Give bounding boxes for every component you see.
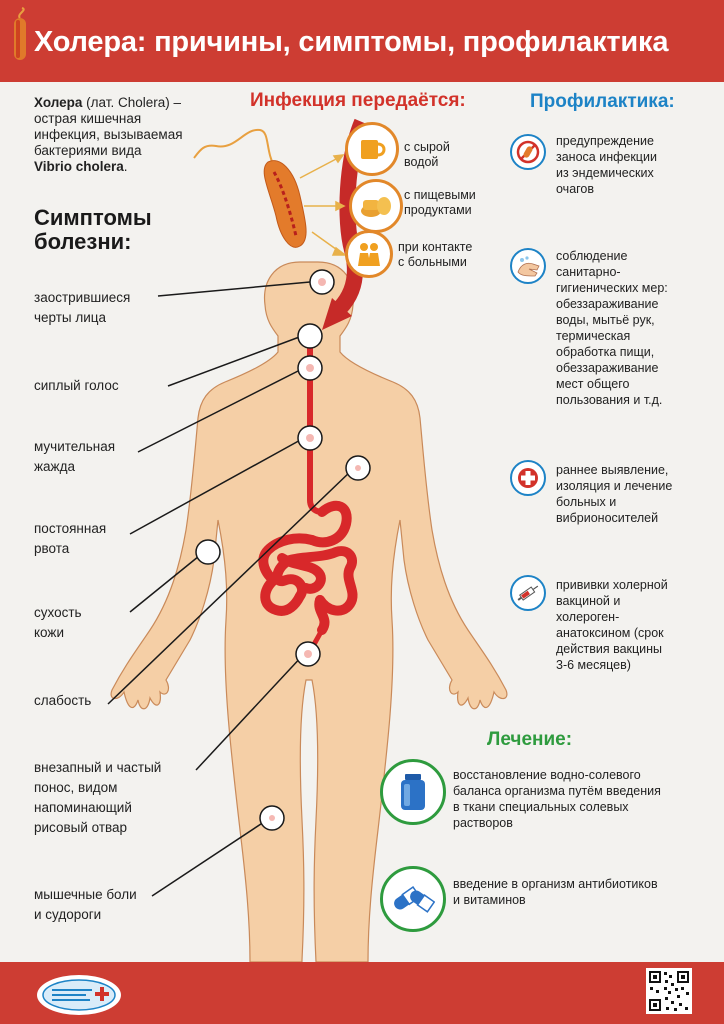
prevention-text: соблюдение: [556, 249, 628, 263]
symptom-text: напоминающий: [34, 800, 132, 815]
prevention-text: холероген-: [556, 610, 620, 624]
treatment-text: в ткани специальных солевых: [453, 800, 629, 814]
medical-cross-icon: [510, 460, 546, 496]
term-latin: (лат. Cholera) –: [86, 95, 181, 110]
symptom-label: сиплый голос: [34, 376, 119, 396]
people-contact-icon: [345, 230, 393, 278]
symptom-text: рисовый отвар: [34, 820, 128, 835]
hand-washing-icon: [510, 248, 546, 284]
treatment-text: баланса организма путём введения: [453, 784, 661, 798]
symptom-label: мучительная жажда: [34, 437, 115, 477]
symptom-label: слабость: [34, 691, 91, 711]
prevention-text: заноса инфекции: [556, 150, 657, 164]
symptom-label: постоянная рвота: [34, 519, 106, 559]
symptom-text: сухость: [34, 605, 82, 620]
prevention-text: действия вакцины: [556, 642, 663, 656]
symptom-text: кожи: [34, 625, 64, 640]
pills-icon: [380, 866, 446, 932]
treatment-item: введение в организм антибиотиков и витам…: [453, 876, 693, 908]
infection-text: при контакте: [398, 240, 473, 254]
term-cholera: Холера: [34, 95, 83, 110]
prevention-item: прививки холерной вакциной и холероген- …: [556, 577, 724, 673]
prevention-text: больных и: [556, 495, 617, 509]
intro-text: Холера (лат. Cholera) – острая кишечная …: [34, 95, 244, 175]
symptom-label: заострившиеся черты лица: [34, 288, 130, 328]
prevention-text: изоляция и лечение: [556, 479, 673, 493]
prevention-text: прививки холерной: [556, 578, 668, 592]
saline-jar-icon: [380, 759, 446, 825]
infection-text: с сырой: [404, 140, 450, 154]
prevention-text: гигиенических мер:: [556, 281, 668, 295]
symptom-text: и судороги: [34, 907, 102, 922]
infection-item: с пищевыми продуктами: [404, 188, 476, 218]
prevention-title: Профилактика:: [530, 91, 675, 112]
intro-period: .: [123, 159, 128, 174]
prevention-item: раннее выявление, изоляция и лечение бол…: [556, 462, 724, 526]
symptom-text: рвота: [34, 541, 70, 556]
treatment-text: растворов: [453, 816, 513, 830]
species-name: Vibrio cholera: [34, 159, 124, 174]
infection-text: с больными: [398, 255, 467, 269]
qr-code[interactable]: [646, 968, 692, 1014]
prevention-text: обработка пищи,: [556, 345, 655, 359]
prevention-text: из эндемических: [556, 166, 654, 180]
intro-line: острая кишечная: [34, 111, 142, 126]
prevention-text: очагов: [556, 182, 595, 196]
prevention-text: обеззараживание: [556, 361, 659, 375]
prevention-item: соблюдение санитарно- гигиенических мер:…: [556, 248, 724, 408]
prevention-text: анатоксином (срок: [556, 626, 664, 640]
prevention-text: вибрионосителей: [556, 511, 659, 525]
treatment-text: введение в организм антибиотиков: [453, 877, 658, 891]
prevention-text: вакциной и: [556, 594, 621, 608]
infection-title: Инфекция передаётся:: [250, 90, 466, 111]
symptom-text: жажда: [34, 459, 75, 474]
infection-text: с пищевыми: [404, 188, 476, 202]
intro-line: бактериями вида: [34, 143, 142, 158]
treatment-text: восстановление водно-солевого: [453, 768, 641, 782]
symptom-text: мышечные боли: [34, 887, 137, 902]
intro-line: инфекция, вызываемая: [34, 127, 183, 142]
symptom-label: внезапный и частый понос, видом напомина…: [34, 758, 161, 838]
prevention-text: санитарно-: [556, 265, 621, 279]
no-bacteria-icon: [510, 134, 546, 170]
treatment-text: и витаминов: [453, 893, 526, 907]
infection-item: с сырой водой: [404, 140, 450, 170]
symptom-text: сиплый голос: [34, 378, 119, 393]
treatment-item: восстановление водно-солевого баланса ор…: [453, 767, 693, 831]
treatment-title: Лечение:: [487, 729, 573, 750]
prevention-text: мест общего: [556, 377, 630, 391]
symptom-text: постоянная: [34, 521, 107, 536]
symptom-text: заострившиеся: [34, 290, 131, 305]
prevention-text: воды, мытьё рук,: [556, 313, 655, 327]
symptom-text: черты лица: [34, 310, 107, 325]
header-bar: [0, 0, 724, 82]
prevention-text: термическая: [556, 329, 631, 343]
prevention-text: 3-6 месяцев): [556, 658, 631, 672]
symptom-text: слабость: [34, 693, 92, 708]
infection-text: водой: [404, 155, 439, 169]
organization-logo: [34, 967, 124, 1024]
prevention-item: предупреждение заноса инфекции из эндеми…: [556, 133, 724, 197]
prevention-text: обеззараживание: [556, 297, 659, 311]
page-title: Холера: причины, симптомы, профилактика: [34, 26, 669, 58]
symptom-text: мучительная: [34, 439, 116, 454]
symptom-text: понос, видом: [34, 780, 118, 795]
syringe-icon: [510, 575, 546, 611]
food-icon: [349, 179, 403, 233]
bacterium-logo-icon: [8, 4, 32, 69]
cup-icon: [345, 122, 399, 176]
symptom-label: сухость кожи: [34, 603, 82, 643]
infection-item: при контакте с больными: [398, 240, 472, 270]
symptoms-title: Симптомы болезни:: [34, 205, 152, 254]
infection-text: продуктами: [404, 203, 472, 217]
symptom-text: внезапный и частый: [34, 760, 162, 775]
body-illustration: [107, 118, 508, 962]
prevention-text: раннее выявление,: [556, 463, 669, 477]
prevention-text: пользования и т.д.: [556, 393, 663, 407]
symptom-label: мышечные боли и судороги: [34, 885, 137, 925]
prevention-text: предупреждение: [556, 134, 654, 148]
